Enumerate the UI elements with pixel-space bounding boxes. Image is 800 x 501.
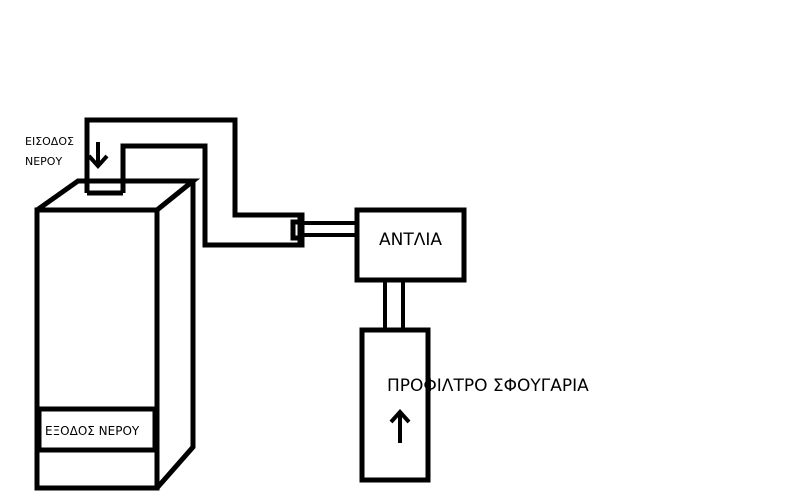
inlet-label-line1: ΕΙΣΟΔΟΣ (25, 135, 74, 148)
pipe-outer (84, 117, 300, 218)
boiler-front (34, 207, 160, 491)
pipe-inner (120, 143, 300, 248)
outlet-panel (36, 406, 158, 453)
prefilter-box (359, 327, 431, 483)
pump-connection (302, 221, 357, 237)
up-arrow-icon (389, 409, 411, 443)
outlet-label: ΕΞΟΔΟΣ ΝΕΡΟΥ (45, 424, 140, 438)
inlet-label-line2: ΝΕΡΟΥ (25, 155, 63, 168)
pump-box (354, 207, 467, 283)
prefilter-label: ΠΡΟΦΙΛΤΡΟ ΣΦΟΥΓΑΡΙΑ (387, 376, 589, 396)
boiler-side (155, 181, 196, 490)
boiler-top (35, 178, 201, 213)
boiler-unit (34, 178, 201, 491)
inlet-pipe (84, 117, 305, 248)
down-arrow-icon (87, 142, 109, 169)
pump-label: ΑΝΤΛΙΑ (379, 230, 443, 250)
pump-filter-pipe (383, 280, 405, 330)
pipe-cap (297, 212, 305, 248)
